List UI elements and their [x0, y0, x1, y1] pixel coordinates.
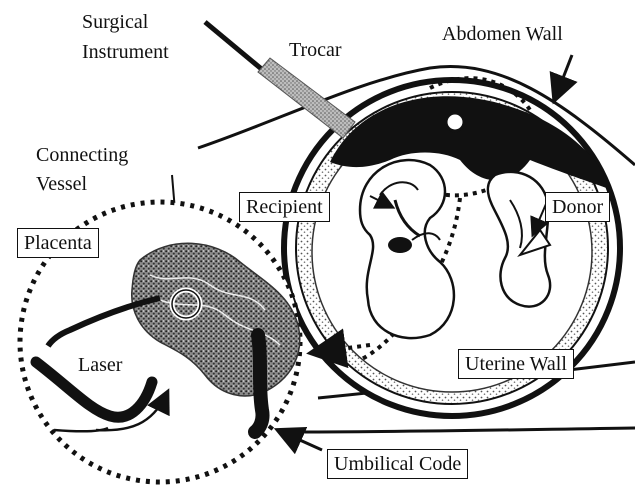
label-uterine-wall: Uterine Wall	[458, 349, 574, 379]
trocar	[258, 58, 355, 138]
umbilical-code-pointer	[282, 432, 322, 450]
label-trocar: Trocar	[289, 38, 342, 62]
lower-body-contour-2	[300, 428, 635, 432]
label-placenta: Placenta	[17, 228, 99, 258]
label-donor: Donor	[545, 192, 610, 222]
label-umbilical-code: Umbilical Code	[327, 449, 468, 479]
label-surgical: Surgical	[82, 10, 148, 34]
label-vessel: Vessel	[36, 172, 87, 196]
label-connecting: Connecting	[36, 143, 128, 167]
label-recipient: Recipient	[239, 192, 330, 222]
abdomen-wall-pointer	[556, 55, 572, 96]
umbilical-cord	[255, 335, 263, 432]
label-instrument: Instrument	[82, 40, 169, 64]
label-abdomen-wall: Abdomen Wall	[442, 22, 563, 46]
label-laser: Laser	[78, 353, 122, 377]
